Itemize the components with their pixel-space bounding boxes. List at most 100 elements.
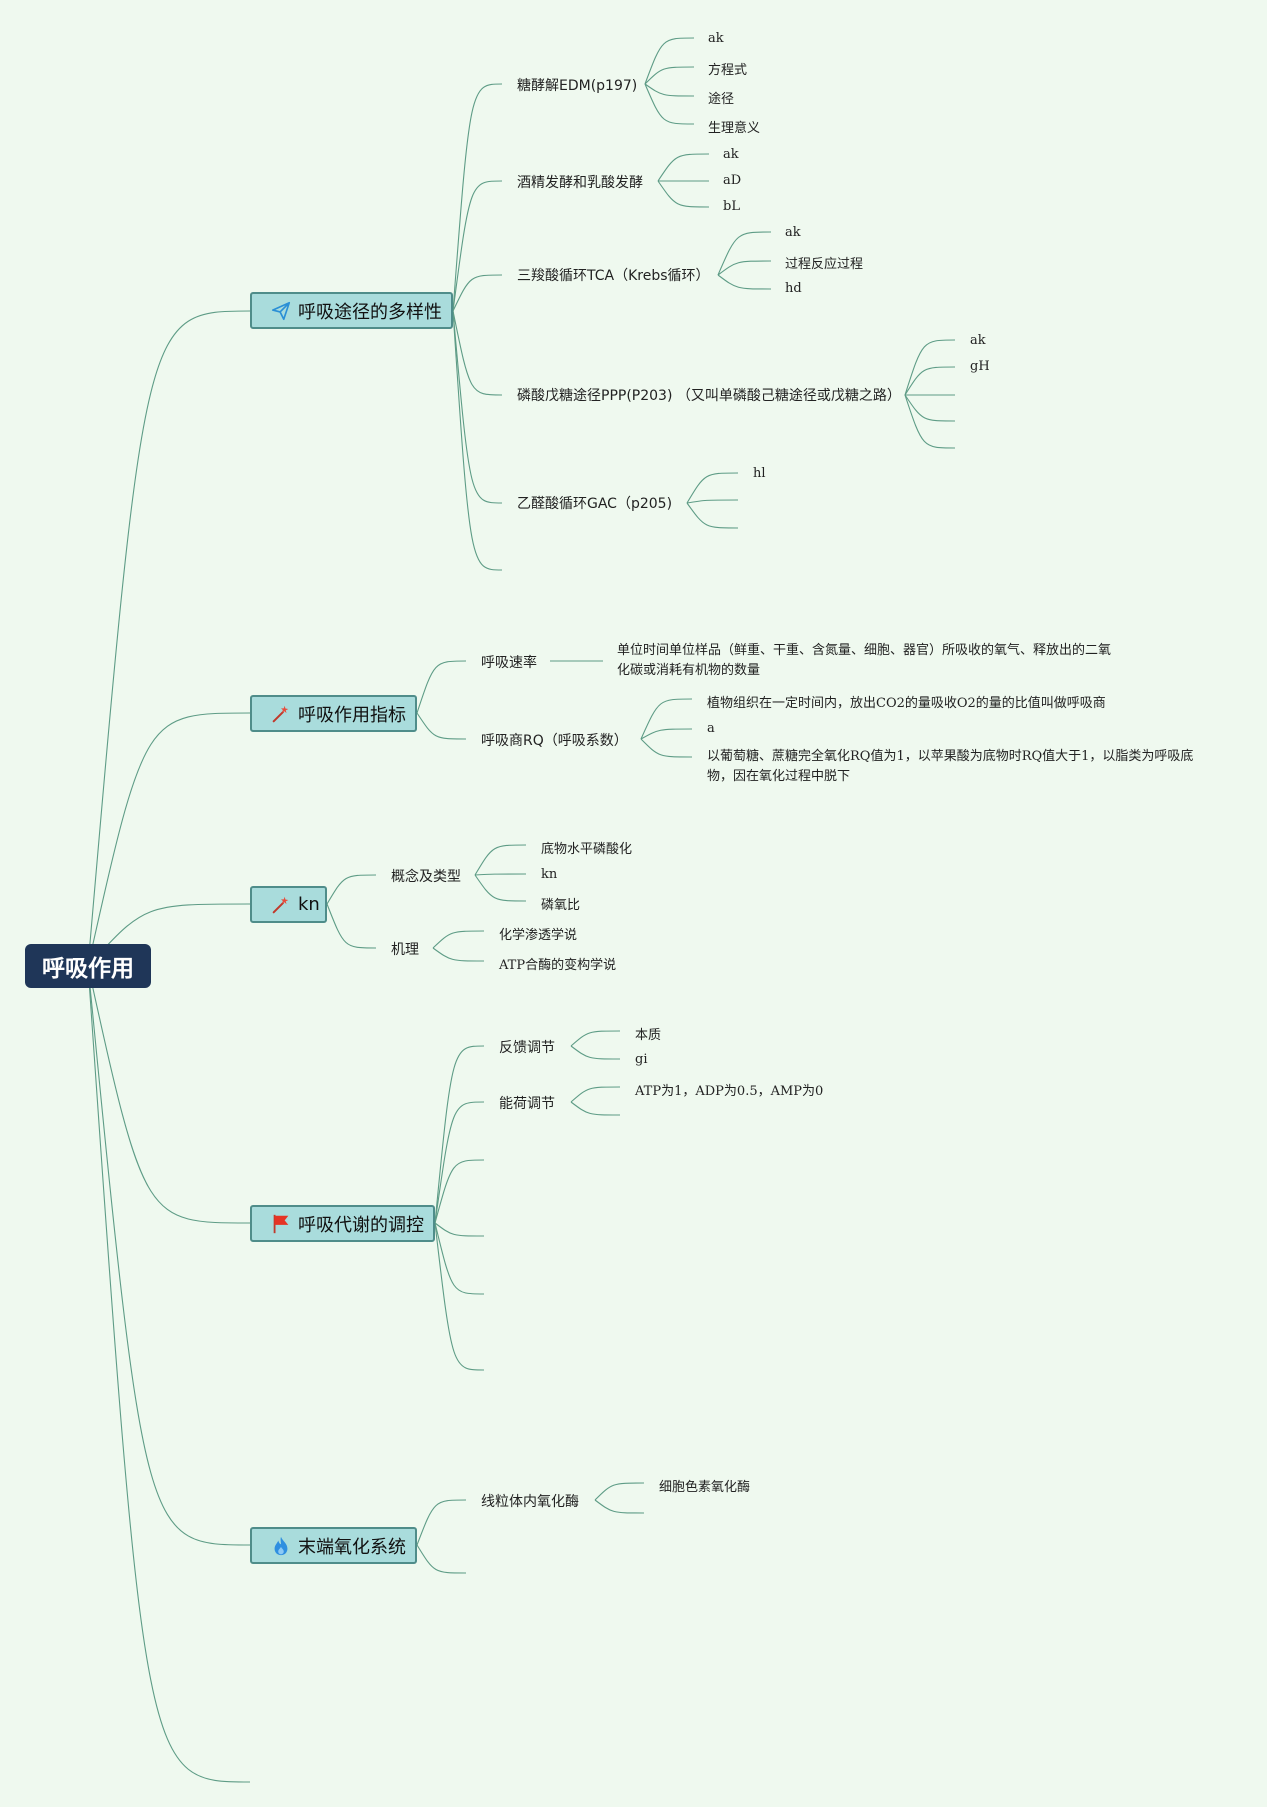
leaf-connector [474,874,527,902]
branch-node-kn[interactable]: kn [250,886,327,923]
leaf-connector [570,1101,621,1116]
leaf-node[interactable]: 本质 [635,1028,662,1043]
leaf-connector [644,83,695,125]
sub-node-tca[interactable]: 三羧酸循环TCA（Krebs循环） [517,268,710,284]
leaf-connector [570,1086,621,1103]
flag-icon [270,1213,292,1235]
branch-node-regulation[interactable]: 呼吸代谢的调控 [250,1205,435,1242]
paper-plane-icon [270,300,292,322]
branch-label: 呼吸代谢的调控 [298,1214,424,1236]
branch-connector [434,1222,485,1295]
leaf-node[interactable]: 过程反应过程 [785,257,864,272]
leaf-connector [644,66,695,85]
branch-label: kn [298,894,320,915]
leaf-node[interactable]: ak [970,333,986,348]
branch-connector [452,310,503,504]
sub-node-mito-oxidase[interactable]: 线粒体内氧化酶 [481,1494,579,1510]
branch-node-diversity[interactable]: 呼吸途径的多样性 [250,292,453,329]
leaf-connector [594,1482,645,1501]
branch-connector [434,1159,485,1224]
leaf-connector [657,153,710,182]
leaf-node[interactable]: hl [753,466,766,481]
root-connector [87,965,251,1783]
root-connector [87,310,251,967]
leaf-connector [640,728,693,740]
magic-wand-icon [270,703,292,725]
leaf-connector [474,844,527,876]
leaf-connector [640,738,693,758]
branch-connector [416,712,467,740]
branch-label: 呼吸作用指标 [298,704,406,726]
leaf-node[interactable]: 化学渗透学说 [499,928,578,943]
leaf-connector [474,873,527,876]
leaf-node[interactable]: 细胞色素氧化酶 [659,1480,751,1495]
leaf-node[interactable]: hd [785,281,802,296]
leaf-node[interactable]: kn [541,867,558,882]
branch-label: 呼吸途径的多样性 [298,301,442,323]
leaf-connector [432,947,485,962]
leaf-connector [644,83,695,97]
leaf-connector [904,366,956,396]
branch-connector [434,1222,485,1371]
leaf-node[interactable]: 生理意义 [708,121,761,136]
sub-node-feedback[interactable]: 反馈调节 [499,1040,555,1056]
leaf-node[interactable]: ak [723,147,739,162]
sub-node-gac[interactable]: 乙醛酸循环GAC（p205) [517,496,673,512]
leaf-node[interactable]: bL [723,199,740,214]
branch-node-indicators[interactable]: 呼吸作用指标 [250,695,417,732]
sub-node-mechanism[interactable]: 机理 [391,942,419,958]
leaf-node-rq-values[interactable]: 以葡萄糖、蔗糖完全氧化RQ值为1，以苹果酸为底物时RQ值大于1，以脂类为呼吸底物… [707,749,1194,784]
branch-node-terminal-oxidation[interactable]: 末端氧化系统 [250,1527,417,1564]
root-connector [87,965,251,1546]
root-connector [87,965,251,1224]
sub-node-fermentation[interactable]: 酒精发酵和乳酸发酵 [517,175,643,191]
leaf-node[interactable]: 磷氧比 [541,898,581,913]
leaf-node[interactable]: 途径 [708,92,735,107]
leaf-node[interactable]: gi [635,1052,648,1067]
branch-connector [434,1222,485,1237]
leaf-connector [644,37,695,85]
leaf-connector [686,502,739,529]
leaf-connector [570,1045,621,1060]
branch-connector [326,874,377,905]
branch-connector [452,83,503,312]
leaf-node[interactable]: ATP为1，ADP为0.5，AMP为0 [635,1084,824,1099]
leaf-node[interactable]: 方程式 [708,63,748,78]
leaf-node[interactable]: ATP合酶的变构学说 [499,958,617,973]
leaf-connector [904,339,956,396]
sub-node-ppp[interactable]: 磷酸戊糖途径PPP(P203) （又叫单磷酸己糖途径或戊糖之路） [517,388,901,404]
leaf-connector [657,180,710,208]
leaf-connector [904,394,956,422]
sub-node-respiration-rate[interactable]: 呼吸速率 [481,655,537,671]
sub-node-concepts[interactable]: 概念及类型 [391,869,461,885]
leaf-node-rate-definition[interactable]: 单位时间单位样品（鲜重、干重、含氮量、细胞、器官）所吸收的氧气、释放出的二氧化碳… [617,643,1112,678]
branch-connector [452,274,503,312]
root-node[interactable]: 呼吸作用 [25,944,151,988]
leaf-node[interactable]: 底物水平磷酸化 [541,842,633,857]
leaf-connector [570,1030,621,1047]
leaf-node[interactable]: a [707,721,715,736]
branch-connector [452,180,503,312]
branch-connector [326,903,377,949]
branch-label: 末端氧化系统 [298,1536,406,1558]
leaf-connector [717,260,772,276]
leaf-connector [686,472,739,504]
flame-icon [270,1535,292,1557]
leaf-node[interactable]: aD [723,173,742,188]
sub-node-edm[interactable]: 糖酵解EDM(p197) [517,78,638,94]
sub-node-rq[interactable]: 呼吸商RQ（呼吸系数） [481,733,628,749]
magic-wand-icon [270,894,292,916]
leaf-node[interactable]: ak [785,225,801,240]
leaf-node[interactable]: ak [708,31,724,46]
leaf-node-rq-definition[interactable]: 植物组织在一定时间内，放出CO2的量吸收O2的量的比值叫做呼吸商 [707,696,1106,711]
branch-connector [416,660,467,714]
sub-node-energy-charge[interactable]: 能荷调节 [499,1096,555,1112]
branch-connector [452,310,503,571]
leaf-connector [686,499,739,504]
leaf-node[interactable]: gH [970,359,990,374]
leaf-connector [904,394,956,449]
leaf-connector [640,698,693,740]
leaf-connector [594,1499,645,1514]
